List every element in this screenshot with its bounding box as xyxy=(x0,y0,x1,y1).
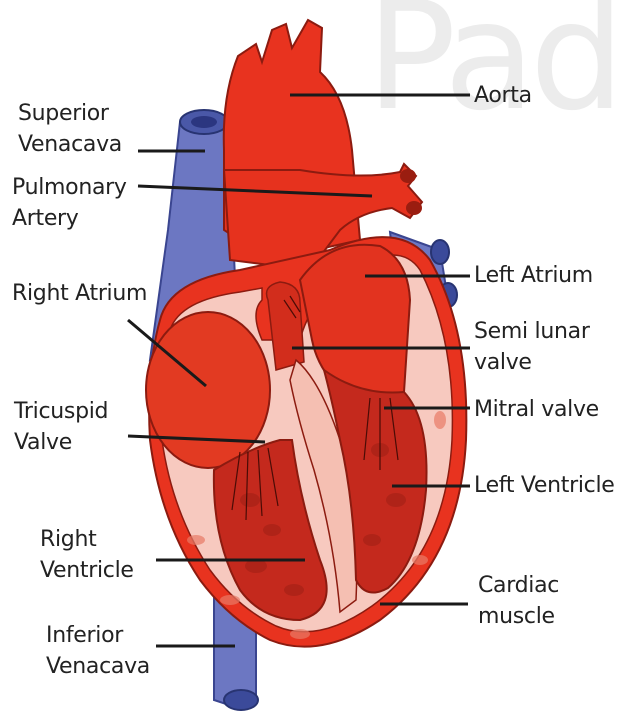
label-right-ventricle: Right Ventricle xyxy=(40,524,134,586)
label-left-ventricle: Left Ventricle xyxy=(474,470,615,501)
right-atrium-chamber xyxy=(146,312,270,468)
inferior-venacava-opening xyxy=(224,690,258,710)
label-superior-venacava: Superior Venacava xyxy=(18,98,122,160)
label-aorta: Aorta xyxy=(474,80,532,111)
label-left-atrium: Left Atrium xyxy=(474,260,593,291)
label-right-atrium: Right Atrium xyxy=(12,278,147,309)
label-inferior-venacava: Inferior Venacava xyxy=(46,620,150,682)
label-pulmonary-artery: Pulmonary Artery xyxy=(12,172,127,234)
label-semi-lunar-valve: Semi lunar valve xyxy=(474,316,590,378)
label-mitral-valve: Mitral valve xyxy=(474,394,599,425)
label-cardiac-muscle: Cardiac muscle xyxy=(478,570,559,632)
label-tricuspid-valve: Tricuspid Valve xyxy=(14,396,108,458)
